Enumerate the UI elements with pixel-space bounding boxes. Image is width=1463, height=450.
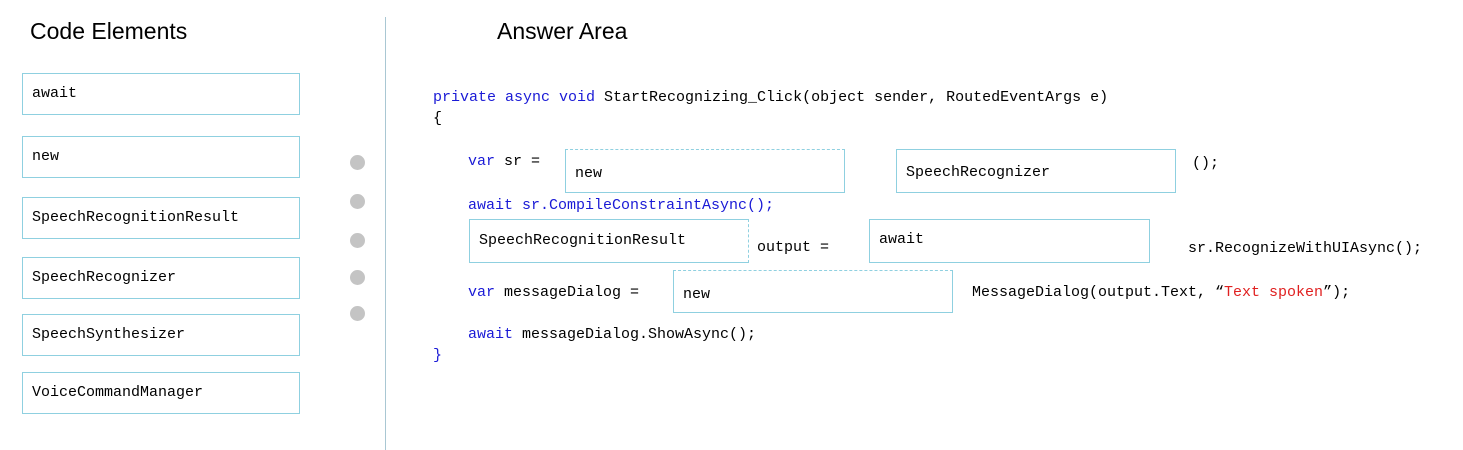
- constructor-parens: ();: [1192, 155, 1220, 172]
- answer-slot-5[interactable]: new: [673, 270, 953, 313]
- show-async-text: messageDialog.ShowAsync();: [513, 326, 757, 343]
- message-dialog-ctor-start: MessageDialog(output.Text, “: [972, 284, 1225, 301]
- code-element-await[interactable]: await: [22, 73, 300, 115]
- open-brace: {: [433, 110, 443, 127]
- code-elements-heading: Code Elements: [30, 18, 188, 44]
- panel-divider: [385, 17, 386, 450]
- reorder-dot-4[interactable]: [350, 270, 365, 285]
- output-assign: output =: [757, 239, 830, 256]
- reorder-dot-1[interactable]: [350, 155, 365, 170]
- var-sr-text: sr =: [495, 153, 541, 170]
- keyword-await: await: [468, 326, 514, 343]
- reorder-dot-3[interactable]: [350, 233, 365, 248]
- answer-slot-4[interactable]: await: [869, 219, 1150, 263]
- answer-slot-2[interactable]: SpeechRecognizer: [896, 149, 1176, 193]
- code-element-speech-synthesizer[interactable]: SpeechSynthesizer: [22, 314, 300, 356]
- string-text-spoken: Text spoken: [1224, 284, 1324, 301]
- code-element-speech-recognition-result[interactable]: SpeechRecognitionResult: [22, 197, 300, 239]
- keyword-var-2: var: [468, 284, 496, 301]
- code-line-show-async: await messageDialog.ShowAsync();: [468, 326, 756, 344]
- reorder-dot-2[interactable]: [350, 194, 365, 209]
- code-line-var-message-dialog: var messageDialog =: [468, 284, 639, 302]
- code-element-voice-command-manager[interactable]: VoiceCommandManager: [22, 372, 300, 414]
- keyword-var: var: [468, 153, 496, 170]
- code-element-new[interactable]: new: [22, 136, 300, 178]
- recognize-with-ui-call: sr.RecognizeWithUIAsync();: [1188, 240, 1423, 257]
- reorder-dot-5[interactable]: [350, 306, 365, 321]
- keyword-private-async-void: private async void: [433, 89, 596, 106]
- code-line-compile-constraint: await sr.CompileConstraintAsync();: [468, 197, 775, 214]
- message-dialog-ctor: MessageDialog(output.Text, “Text spoken”…: [972, 284, 1350, 302]
- code-line-var-sr: var sr =: [468, 153, 540, 171]
- answer-area-heading: Answer Area: [497, 18, 628, 44]
- var-message-dialog-text: messageDialog =: [495, 284, 640, 301]
- code-line-signature: private async void StartRecognizing_Clic…: [433, 89, 1108, 107]
- message-dialog-ctor-end: ”);: [1323, 284, 1351, 301]
- code-element-speech-recognizer[interactable]: SpeechRecognizer: [22, 257, 300, 299]
- method-signature: StartRecognizing_Click(object sender, Ro…: [595, 89, 1109, 106]
- answer-slot-1[interactable]: new: [565, 149, 845, 193]
- answer-slot-3[interactable]: SpeechRecognitionResult: [469, 219, 749, 263]
- close-brace: }: [433, 347, 443, 364]
